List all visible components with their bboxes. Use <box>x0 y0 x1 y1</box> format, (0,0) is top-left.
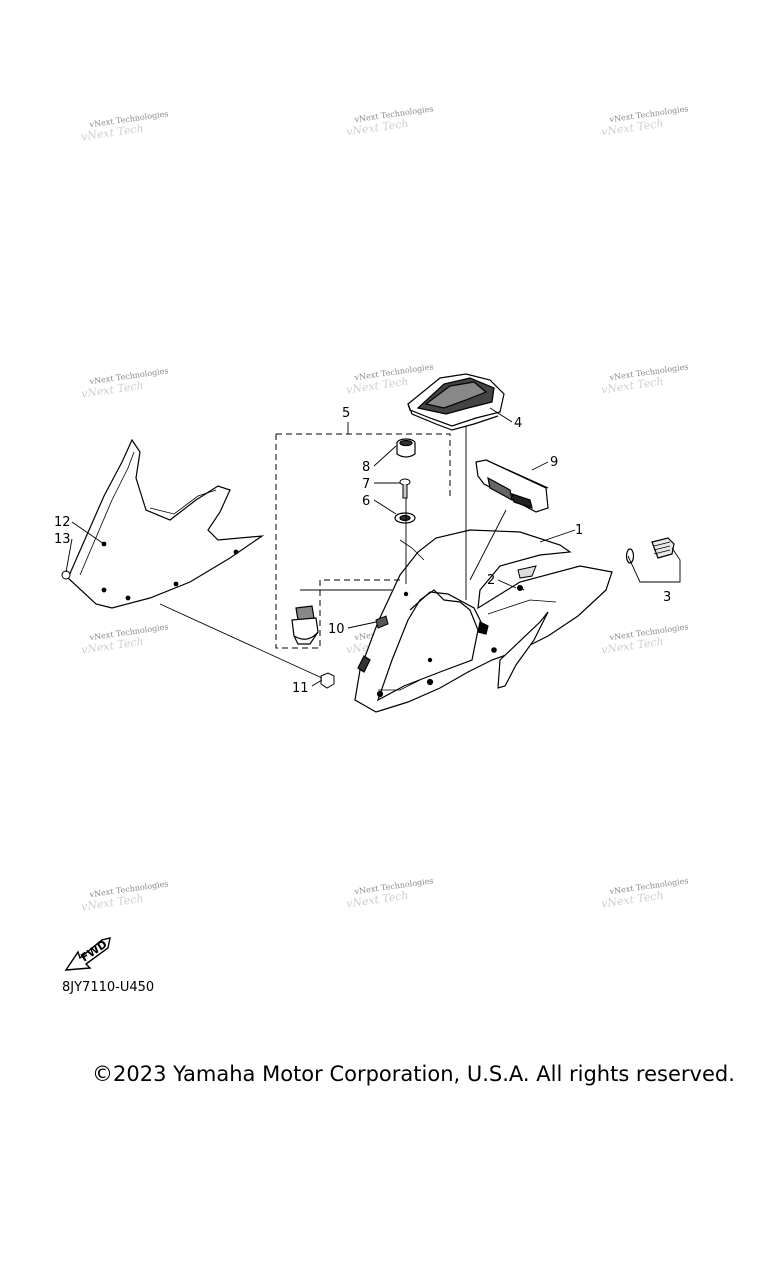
watermark: vNext Tech vNext Technologies <box>80 622 169 656</box>
callout-labels: 1 2 3 4 5 6 7 8 9 10 11 12 13 <box>54 406 671 696</box>
part-2-screw[interactable] <box>517 565 537 591</box>
fwd-label: FWD <box>78 938 109 965</box>
callout-1: 1 <box>575 523 583 538</box>
callout-10: 10 <box>328 622 345 637</box>
callout-12: 12 <box>54 515 71 530</box>
watermark: vNext Tech vNext Technologies <box>345 104 434 138</box>
assembly-5-dashed-box <box>275 433 451 649</box>
part-8-cap[interactable] <box>396 438 416 458</box>
leader-lines <box>65 407 681 687</box>
part-5-plug[interactable] <box>291 605 319 645</box>
watermark: vNext Tech vNext Technologies <box>80 109 169 143</box>
watermark: vNext Tech vNext Technologies <box>345 362 434 396</box>
fwd-arrow-icon: FWD <box>64 937 111 971</box>
callout-5: 5 <box>342 406 350 421</box>
watermark: vNext Tech vNext Technologies <box>600 104 689 138</box>
part-3-gauge[interactable] <box>625 537 675 564</box>
callout-2: 2 <box>487 573 495 588</box>
watermark-grid: vNext Tech vNext Technologies vNext Tech… <box>80 104 689 913</box>
watermark: vNext Tech vNext Technologies <box>600 876 689 910</box>
copyright-notice: ©2023 Yamaha Motor Corporation, U.S.A. A… <box>92 1062 735 1086</box>
part-7-bolt[interactable] <box>399 478 411 499</box>
watermark: vNext Tech vNext Technologies <box>345 876 434 910</box>
part-11-nut[interactable] <box>320 672 335 689</box>
watermark: vNext Tech vNext Technologies <box>600 362 689 396</box>
part-9-module[interactable] <box>475 459 549 513</box>
callout-9: 9 <box>550 455 558 470</box>
cowling-part[interactable] <box>354 529 613 713</box>
callout-7: 7 <box>362 477 370 492</box>
part-10-clip[interactable] <box>375 615 389 629</box>
callout-11: 11 <box>292 681 309 696</box>
callout-13: 13 <box>54 532 71 547</box>
diagram-code: 8JY7110-U450 <box>62 980 155 995</box>
callout-8: 8 <box>362 460 370 475</box>
part-13-nut[interactable] <box>61 570 71 580</box>
windshield-part[interactable] <box>67 438 265 609</box>
callout-4: 4 <box>514 416 522 431</box>
part-4-storage-tray[interactable] <box>407 373 505 431</box>
part-6-washer[interactable] <box>394 512 416 524</box>
callout-6: 6 <box>362 494 370 509</box>
watermark: vNext Tech vNext Technologies <box>600 622 689 656</box>
watermark: vNext Tech vNext Technologies <box>80 879 169 913</box>
callout-3: 3 <box>663 590 671 605</box>
watermark: vNext Tech vNext Technologies <box>80 366 169 400</box>
